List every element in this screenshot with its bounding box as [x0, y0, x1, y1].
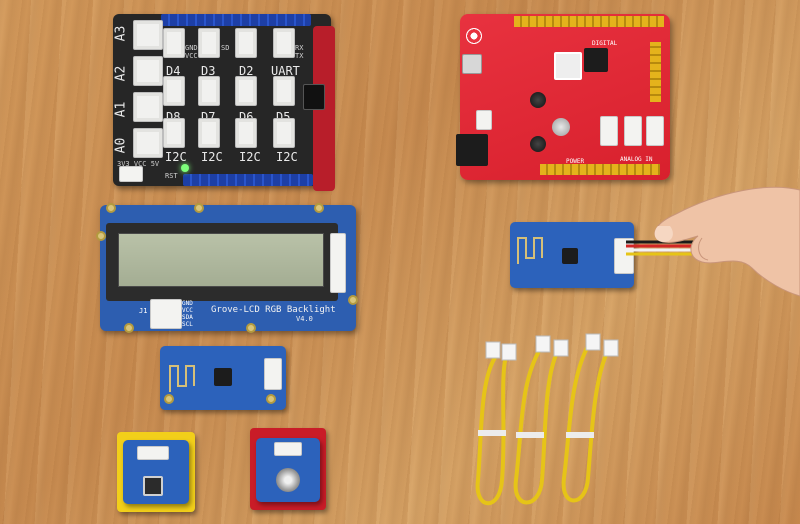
button-module-yellow-holder	[117, 432, 195, 512]
grove-port	[198, 76, 220, 106]
grove-port	[163, 118, 185, 148]
reset-label: RST	[165, 172, 178, 180]
pin-label-tx: TX	[295, 52, 304, 60]
i2c-label: I2C	[239, 150, 261, 164]
grove-port	[273, 118, 295, 148]
mount-hole	[124, 323, 134, 333]
grove-port-j1	[150, 299, 182, 329]
seeed-logo-icon	[466, 28, 482, 44]
mount-hole	[106, 203, 116, 213]
grove-port	[600, 116, 618, 146]
reset-switch	[476, 110, 492, 130]
bottom-pin-header	[183, 174, 313, 186]
mount-hole	[246, 323, 256, 333]
i2c-label: I2C	[276, 150, 298, 164]
grove-sensor-module-held	[510, 222, 634, 288]
analog-label-a0: A0	[113, 137, 129, 154]
qr-code	[554, 52, 582, 80]
push-button	[143, 476, 163, 496]
grove-port	[273, 76, 295, 106]
lcd-screen	[118, 233, 324, 287]
top-pin-header	[161, 14, 311, 26]
mount-hole	[164, 394, 174, 404]
grove-port	[264, 358, 282, 390]
power-label: POWER	[566, 158, 585, 165]
pin-label-rx: RX	[295, 44, 304, 52]
pin-label-sd: SD	[221, 44, 230, 52]
digital-label-d2: D2	[239, 64, 254, 78]
digital-label-d4: D4	[166, 64, 181, 78]
pin-label-vcc: VCC	[182, 307, 193, 314]
grove-port	[163, 76, 185, 106]
digital-label: DIGITAL	[592, 40, 618, 47]
usb-port	[462, 54, 482, 74]
analog-label-a3: A3	[113, 25, 129, 42]
grove-port	[235, 28, 257, 58]
pin-label-scl: SCL	[182, 321, 193, 328]
backlight-strip	[330, 233, 346, 293]
icsp-header	[303, 84, 325, 110]
digital-label-uart: UART	[271, 64, 300, 78]
i2c-label: I2C	[201, 150, 223, 164]
voltage-switch	[119, 166, 143, 182]
mcu-chip	[584, 48, 608, 72]
grove-base-shield: A3 A2 A1 A0 D4 D3 D2 UART D8 D7 D6 D5 I2…	[113, 14, 335, 191]
grove-port	[274, 442, 302, 456]
mount-hole	[194, 203, 204, 213]
pin-label-gnd: GND	[182, 300, 193, 307]
grove-port-a1	[133, 92, 163, 122]
grove-port	[624, 116, 642, 146]
grove-port	[273, 28, 295, 58]
lcd-module-title: Grove-LCD RGB Backlight	[211, 305, 336, 315]
grove-port	[198, 28, 220, 58]
power-led	[181, 164, 189, 172]
analog-label: ANALOG IN	[620, 156, 653, 163]
mount-hole	[96, 231, 106, 241]
analog-label-a2: A2	[113, 65, 129, 82]
antenna-trace-icon	[169, 365, 195, 392]
seeeduino-board: DIGITAL POWER ANALOG IN	[456, 14, 670, 180]
grove-cables-bundle	[475, 333, 619, 506]
antenna-trace-icon	[517, 237, 543, 264]
inductor	[552, 118, 570, 136]
pin-label-gnd: GND	[185, 44, 198, 52]
analog-label-a1: A1	[113, 101, 129, 118]
analog-pin-header	[540, 164, 660, 175]
digital-label-d3: D3	[201, 64, 216, 78]
capacitor	[530, 136, 546, 152]
grove-button-module	[123, 440, 189, 504]
module-chip	[214, 368, 232, 386]
mount-hole	[314, 203, 324, 213]
hand	[654, 186, 800, 297]
grove-port	[646, 116, 664, 146]
digital-pin-header	[514, 16, 664, 27]
module-chip	[562, 248, 578, 264]
grove-port	[137, 446, 169, 460]
side-pin-header	[650, 42, 661, 102]
pin-label-vcc: VCC	[185, 52, 198, 60]
grove-port	[235, 76, 257, 106]
grove-port	[198, 118, 220, 148]
connector-label-j1: J1	[139, 307, 148, 315]
pin-label-sda: SDA	[182, 314, 193, 321]
grove-port-a0	[133, 128, 163, 158]
capacitor	[530, 92, 546, 108]
grove-port-a2	[133, 56, 163, 86]
rotary-module-red-holder	[250, 428, 326, 510]
grove-port-a3	[133, 20, 163, 50]
grove-bluetooth-module	[160, 346, 286, 410]
rotary-knob	[276, 468, 300, 492]
grove-port	[235, 118, 257, 148]
grove-port	[163, 28, 185, 58]
lcd-module-version: V4.0	[296, 315, 313, 323]
dc-power-jack	[456, 134, 488, 166]
mount-hole	[348, 295, 358, 305]
i2c-label: I2C	[165, 150, 187, 164]
grove-rotary-angle-module	[256, 438, 320, 502]
voltage-switch-label: 3V3 VCC 5V	[117, 160, 160, 168]
grove-lcd-rgb-backlight: J1 GND VCC SDA SCL Grove-LCD RGB Backlig…	[96, 203, 358, 333]
mount-hole	[266, 394, 276, 404]
